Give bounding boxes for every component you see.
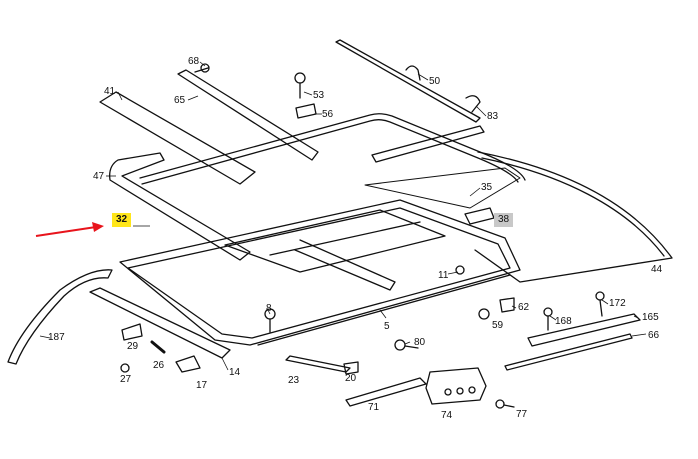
label-59[interactable]: 59: [492, 320, 504, 331]
seal-47: [109, 152, 251, 261]
label-62[interactable]: 62: [518, 302, 530, 313]
label-44[interactable]: 44: [651, 264, 663, 275]
label-50[interactable]: 50: [429, 76, 441, 87]
bracket-17: [175, 355, 201, 373]
label-66[interactable]: 66: [648, 330, 660, 341]
part-50-clip: [405, 65, 421, 81]
strip-71: [345, 377, 427, 407]
label-11[interactable]: 11: [438, 270, 449, 281]
front-rail: [257, 274, 511, 346]
label-77[interactable]: 77: [516, 409, 528, 420]
part-83: [465, 95, 481, 113]
strip-14: [89, 287, 231, 359]
label-8[interactable]: 8: [266, 303, 272, 314]
label-14[interactable]: 14: [229, 367, 241, 378]
label-5[interactable]: 5: [384, 321, 390, 332]
motor-74: [425, 367, 487, 405]
bracket-62: [499, 297, 515, 313]
strip-187: [7, 269, 113, 365]
label-74[interactable]: 74: [441, 410, 453, 421]
label-27[interactable]: 27: [120, 374, 132, 385]
bracket-20: [343, 361, 359, 375]
cross-rail: [269, 221, 421, 256]
frame-top-inner: [141, 119, 519, 185]
roof-panel-44-edge: [481, 157, 665, 257]
label-168[interactable]: 168: [555, 316, 572, 327]
label-187[interactable]: 187: [48, 332, 65, 343]
roof-opening: [224, 209, 446, 273]
label-35[interactable]: 35: [481, 182, 493, 193]
label-32-highlighted[interactable]: 32: [112, 213, 132, 227]
label-47[interactable]: 47: [93, 171, 105, 182]
label-29[interactable]: 29: [127, 341, 139, 352]
label-83[interactable]: 83: [487, 111, 499, 122]
label-17[interactable]: 17: [196, 380, 208, 391]
strip-right: [371, 125, 485, 163]
pointer-arrow: [35, 222, 104, 237]
part-56: [295, 103, 317, 119]
label-53[interactable]: 53: [313, 90, 325, 101]
label-41[interactable]: 41: [104, 86, 116, 97]
label-26[interactable]: 26: [153, 360, 165, 371]
frame-inner: [119, 199, 521, 346]
strip-65: [177, 69, 319, 161]
label-20[interactable]: 20: [345, 373, 357, 384]
label-165[interactable]: 165: [642, 312, 659, 323]
label-80[interactable]: 80: [414, 337, 426, 348]
roof-panel-44: [474, 151, 673, 283]
glass-panel-35: [364, 167, 521, 209]
label-38-highlighted[interactable]: 38: [494, 213, 514, 227]
label-23[interactable]: 23: [288, 375, 300, 386]
strip-50: [335, 39, 481, 123]
label-65[interactable]: 65: [174, 95, 186, 106]
label-56[interactable]: 56: [322, 109, 334, 120]
frame-inner-2: [127, 207, 511, 339]
frame-top: [139, 113, 526, 181]
strip-41: [99, 91, 256, 185]
strip-23: [285, 355, 351, 373]
strip-66: [504, 333, 633, 371]
label-68[interactable]: 68: [188, 56, 200, 67]
clip-38: [464, 207, 495, 225]
bracket-29: [121, 323, 143, 341]
strip-165: [527, 313, 641, 347]
cross-rail-2: [294, 239, 396, 291]
label-172[interactable]: 172: [609, 298, 626, 309]
label-71[interactable]: 71: [368, 402, 380, 413]
